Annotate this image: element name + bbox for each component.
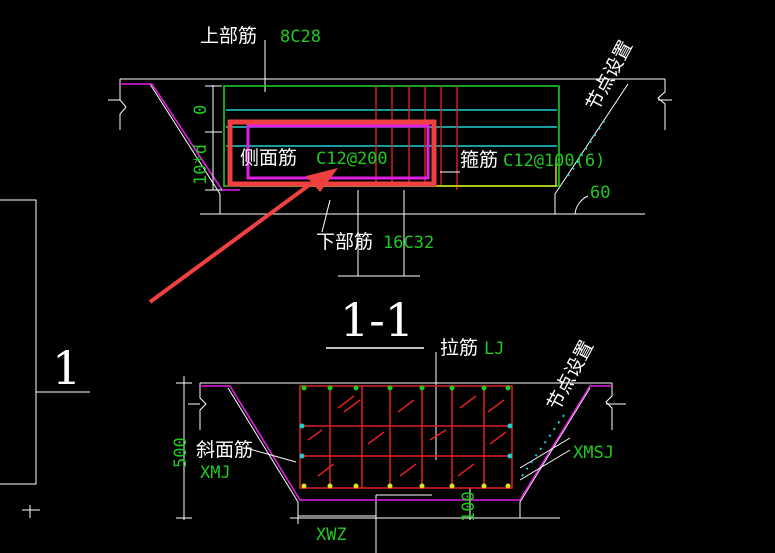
xmsj-label: XMSJ: [573, 443, 614, 463]
upper-node-marks: [567, 119, 606, 177]
xwz-label: XWZ: [316, 525, 347, 545]
left-view-outline: [0, 199, 90, 518]
slope-bar-label: 斜面筋: [196, 439, 253, 461]
dim-500: 500: [171, 437, 191, 468]
upper-node-label: 节点设置: [582, 37, 637, 114]
top-bar-label: 上部筋: [200, 25, 257, 47]
lower-top-bar-dots: [301, 385, 511, 391]
tie-value: LJ: [484, 339, 504, 359]
lower-rebar-cage: [299, 385, 513, 489]
upper-slope-bar: [120, 83, 240, 191]
lower-dimensions: [176, 352, 571, 524]
section-mark-1: 1: [52, 341, 81, 395]
upper-dimensions: [205, 40, 331, 233]
lower-node-marks: [521, 411, 567, 477]
dim-zero: 0: [191, 105, 211, 115]
angle-value: 60: [590, 183, 610, 203]
bottom-bar-label: 下部筋: [316, 231, 373, 253]
lower-bottom-bar-dots: [301, 483, 511, 489]
side-bar-highlight-inner: [246, 124, 430, 180]
upper-stirrups: [375, 86, 458, 190]
lower-side-bar-dots: [299, 423, 513, 459]
dim-100: 100: [459, 491, 479, 522]
top-bar-value: 8C28: [280, 27, 321, 47]
section-title: 1-1: [340, 293, 414, 347]
side-bar-label: 侧面筋: [240, 147, 297, 169]
red-arrow-icon: [148, 168, 338, 304]
stirrup-value: C12@100(6): [503, 151, 605, 171]
side-bar-highlight-box: [227, 119, 437, 187]
side-bar-value: C12@200: [316, 149, 388, 169]
lower-slope-bar: [200, 385, 612, 501]
upper-section-outline: [108, 78, 672, 277]
tie-label: 拉筋: [440, 337, 478, 359]
lower-node-label: 节点设置: [543, 337, 598, 414]
bottom-bar-value: 16C32: [383, 233, 434, 253]
dim-10d: 10*d: [191, 144, 211, 185]
stirrup-label: 箍筋: [460, 149, 498, 171]
slope-bar-value: XMJ: [200, 463, 231, 483]
